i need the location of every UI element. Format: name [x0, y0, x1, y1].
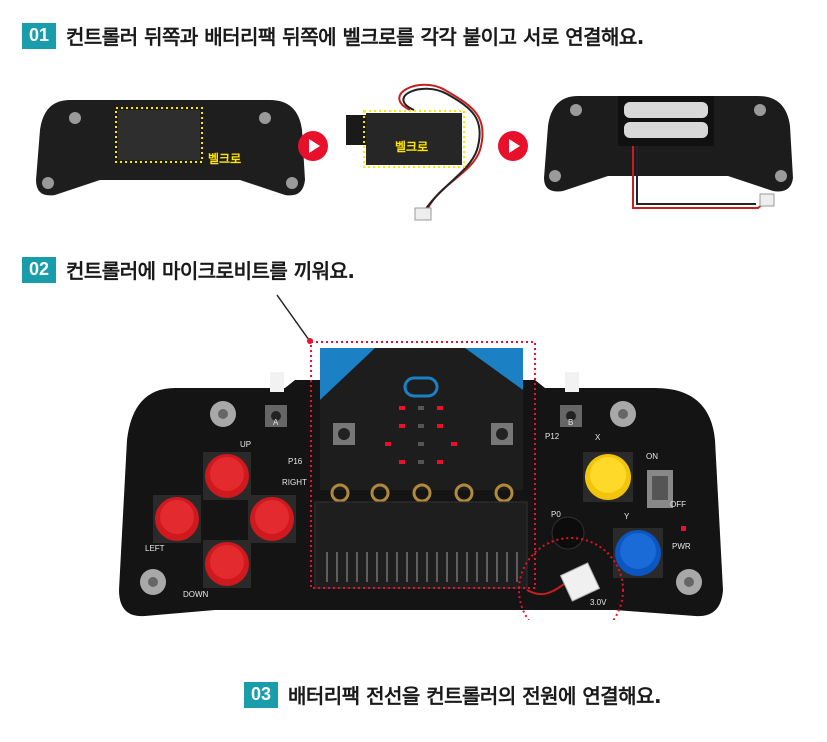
step-1-text: 컨트롤러 뒤쪽과 배터리팩 뒤쪽에 벨크로를 각각 붙이고 서로 연결해요. — [66, 25, 644, 49]
label-off: OFF — [670, 500, 686, 509]
step-2: 02 컨트롤러에 마이크로비트를 끼워요. — [22, 255, 355, 284]
label-left: LEFT — [145, 544, 165, 553]
controller-back-photo — [36, 100, 305, 196]
label-p16: P16 — [288, 457, 303, 466]
label-p0: P0 — [551, 510, 561, 519]
arrow-right-icon — [498, 131, 528, 161]
velcro-label-2: 벨크로 — [395, 140, 429, 154]
arrow-right-icon — [298, 131, 328, 161]
label-down: DOWN — [183, 590, 209, 599]
label-on: ON — [646, 452, 658, 461]
label-a: A — [273, 418, 279, 427]
label-p12: P12 — [545, 432, 560, 441]
step-1: 01 컨트롤러 뒤쪽과 배터리팩 뒤쪽에 벨크로를 각각 붙이고 서로 연결해요… — [22, 21, 644, 50]
step-3-text: 배터리팩 전선을 컨트롤러의 전원에 연결해요. — [288, 684, 662, 708]
step-1-badge: 01 — [22, 22, 56, 49]
step-3: 03 배터리팩 전선을 컨트롤러의 전원에 연결해요. — [244, 680, 662, 709]
battery-pack-photo — [346, 83, 484, 221]
step-3-badge: 03 — [244, 681, 278, 708]
label-pwr: PWR — [672, 542, 691, 551]
label-voltage: 3.0V — [590, 598, 607, 607]
controller-front-photo — [119, 294, 723, 620]
label-up: UP — [240, 440, 252, 449]
label-x: X — [595, 433, 601, 442]
controller-with-battery-photo — [544, 96, 793, 209]
velcro-label-1: 벨크로 — [208, 152, 242, 166]
label-b: B — [568, 418, 574, 427]
step-2-badge: 02 — [22, 256, 56, 283]
label-y: Y — [624, 512, 630, 521]
label-right: RIGHT — [282, 478, 307, 487]
step-2-text: 컨트롤러에 마이크로비트를 끼워요. — [66, 259, 355, 283]
